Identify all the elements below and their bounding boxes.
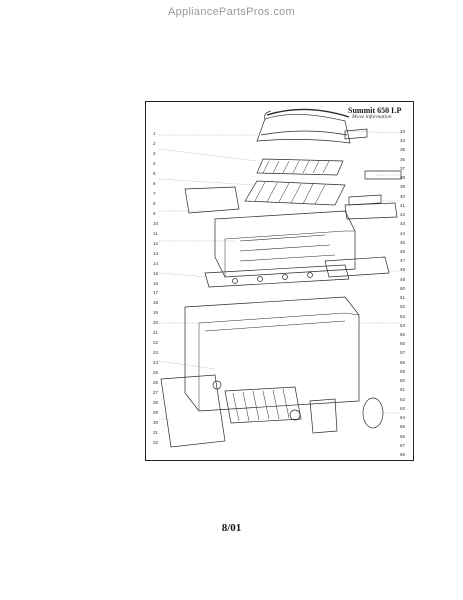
callout-number: 4: [153, 160, 156, 166]
callout-number: 31: [153, 430, 159, 436]
callout-number: 65: [400, 424, 406, 430]
callout-number: 55: [400, 332, 406, 338]
page-number: 8/01: [221, 522, 242, 534]
callout-number: 13: [153, 250, 159, 256]
callout-number: 26: [153, 380, 159, 386]
callout-number: 43: [400, 221, 406, 227]
diagram-title: Summit 650 LP: [348, 106, 402, 115]
callout-number: 49: [400, 276, 406, 282]
callout-number: 25: [153, 370, 159, 376]
callout-number: 18: [153, 300, 159, 306]
callout-number: 63: [400, 405, 406, 411]
callout-number: 29: [153, 410, 159, 416]
callout-number: 28: [153, 400, 159, 406]
callout-number: 45: [400, 239, 406, 245]
callout-number: 67: [400, 442, 406, 448]
grill-line-art: [160, 108, 402, 448]
callout-number: 22: [153, 340, 159, 346]
callout-number: 21: [153, 330, 159, 336]
hood-shape: [256, 114, 351, 144]
callout-number: 48: [400, 267, 406, 273]
callout-number: 56: [400, 341, 406, 347]
callout-number: 40: [400, 193, 406, 199]
callout-number: 17: [153, 290, 159, 296]
callout-number: 33: [400, 129, 406, 134]
callout-number: 37: [400, 165, 406, 171]
callout-number: 57: [400, 350, 406, 356]
callout-number: 46: [400, 248, 406, 254]
callout-number: 52: [400, 304, 406, 310]
callout-number: 58: [400, 359, 406, 365]
callout-number: 24: [153, 360, 159, 366]
leader-lines: [158, 130, 400, 420]
callout-number: 62: [400, 396, 406, 402]
callout-number: 1: [153, 131, 156, 136]
callout-number: 27: [153, 390, 159, 396]
callout-number: 10: [153, 220, 159, 226]
callout-number: 68: [400, 452, 406, 457]
callout-number: 44: [400, 230, 406, 236]
callout-number: 16: [153, 280, 159, 286]
callout-number: 61: [400, 387, 406, 393]
callout-number: 9: [153, 210, 156, 216]
callout-number: 5: [153, 170, 156, 176]
callout-number: 38: [400, 175, 406, 181]
callout-number: 66: [400, 433, 406, 439]
callout-number: 11: [153, 230, 158, 236]
exploded-grill-drawing: [158, 108, 402, 448]
callout-number: 54: [400, 322, 406, 328]
callout-number: 8: [153, 200, 156, 206]
callout-number: 3: [153, 150, 156, 156]
callout-number: 23: [153, 350, 159, 356]
callout-number: 19: [153, 310, 159, 316]
callout-number: 32: [153, 440, 159, 445]
callout-number: 60: [400, 378, 406, 384]
callout-number: 42: [400, 212, 406, 218]
callout-number: 2: [153, 140, 156, 146]
callout-number: 50: [400, 285, 406, 291]
watermark-text: AppliancePartsPros.com: [167, 6, 296, 18]
callout-number: 7: [153, 190, 156, 196]
callout-number: 64: [400, 415, 406, 421]
callout-number: 35: [400, 147, 406, 153]
callout-number: 36: [400, 156, 406, 162]
callout-number: 34: [400, 138, 406, 144]
callout-number: 20: [153, 320, 159, 326]
diagram-frame: [145, 101, 414, 461]
callout-number: 51: [400, 295, 406, 301]
callout-number: 59: [400, 368, 406, 374]
diagram-subtitle: Move information: [352, 114, 392, 120]
callout-number: 53: [400, 313, 406, 319]
callout-number: 41: [400, 202, 406, 208]
callout-number: 14: [153, 260, 159, 266]
callout-number: 6: [153, 180, 156, 186]
callout-number: 39: [400, 184, 406, 190]
callout-number: 15: [153, 270, 159, 276]
callout-number: 12: [153, 240, 159, 246]
callout-number: 47: [400, 258, 406, 264]
callout-number: 30: [153, 420, 159, 426]
